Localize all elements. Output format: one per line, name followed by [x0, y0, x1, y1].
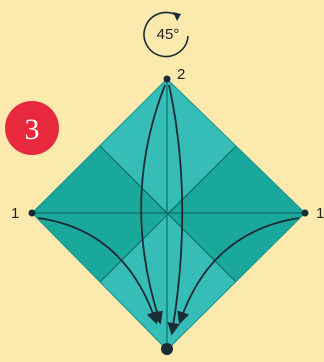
crease-lines [32, 79, 305, 350]
diagonal-crease-2 [99, 145, 237, 283]
right-point-dot [301, 209, 309, 217]
step-number: 3 [25, 113, 40, 146]
fold-arrow-top-left [140, 84, 166, 325]
rotate-arrow-icon [143, 11, 189, 58]
rotation-indicator: 45° [143, 11, 189, 58]
rotate-arrowhead-icon [173, 12, 181, 21]
right-point-label: 1 [316, 205, 324, 222]
left-point-dot [28, 209, 36, 217]
top-point-dot [163, 75, 171, 83]
left-point-label: 1 [11, 205, 19, 222]
fold-arrow-right [177, 217, 300, 325]
rotation-label: 45° [157, 26, 180, 43]
step-badge: 3 [5, 101, 59, 155]
paper-square [31, 78, 306, 351]
fold-arrows [37, 84, 300, 336]
fold-arrow-left [37, 217, 159, 325]
step-badge-circle [5, 101, 59, 155]
fold-arrow-top-right [167, 84, 184, 336]
top-point-label: 2 [177, 66, 185, 83]
bottom-point-dot [161, 343, 173, 355]
